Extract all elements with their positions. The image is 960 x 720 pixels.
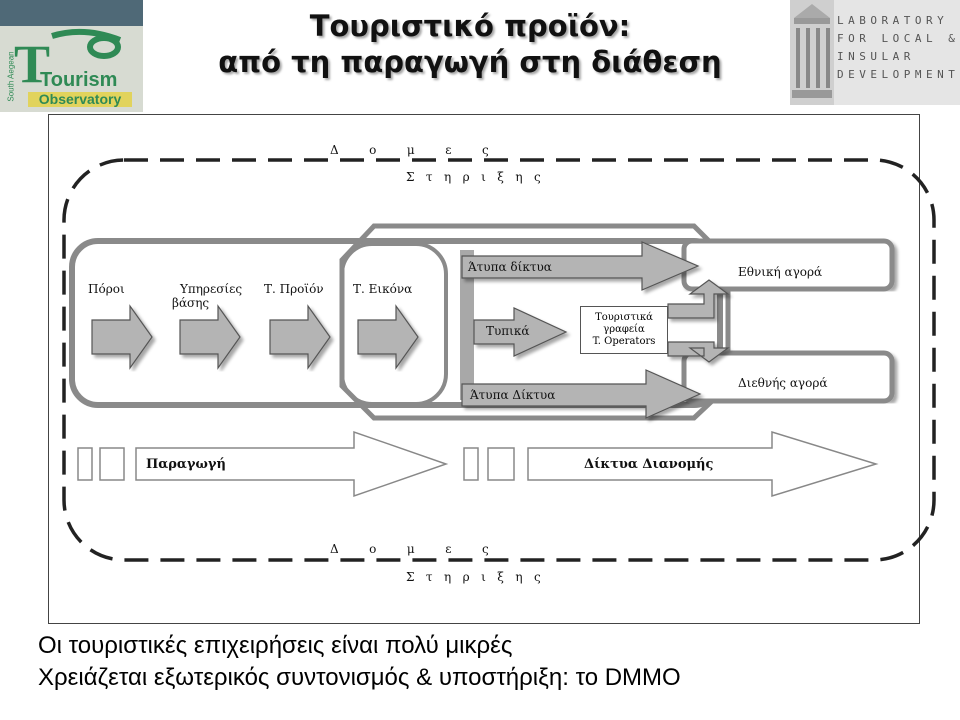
lab-line-3: INSULAR <box>837 50 915 63</box>
label-agencies-3: T. Operators <box>592 336 656 347</box>
arrow-formal <box>473 307 568 357</box>
label-agencies-2: γραφεία <box>603 324 645 335</box>
bottom-line-2: Χρειάζεται εξωτερικός συντονισμός & υποσ… <box>38 664 681 691</box>
tour-operators-box: Τουριστικά γραφεία T. Operators <box>580 306 668 354</box>
label-distribution-networks: Δίκτυα Διανομής <box>584 457 714 472</box>
bottom-text: Οι τουριστικές επιχειρήσεις είναι πολύ μ… <box>38 630 938 694</box>
tourism-observatory-logo: T Tourism Observatory South Aegean <box>0 0 143 112</box>
arrow-to-national <box>667 279 730 319</box>
label-basic-services-1: Υπηρεσίες <box>179 282 243 296</box>
logo-letter: T <box>14 34 51 94</box>
label-production: Παραγωγή <box>146 457 226 472</box>
production-arrow <box>135 430 449 498</box>
support-frame <box>62 158 936 562</box>
title-line-2: από τη παραγωγή στη διάθεση <box>218 45 722 79</box>
tourism-logo-icon <box>51 28 122 59</box>
arrow-to-international <box>667 341 730 363</box>
distribution-bar <box>460 250 474 400</box>
logo-word-observatory: Observatory <box>28 92 132 107</box>
arrow-basic-services <box>179 304 241 370</box>
label-resources: Πόροι <box>88 282 125 296</box>
label-tourism-product: Τ. Προϊόν <box>264 282 324 296</box>
support-top-line-1: Δ ο μ ε ς <box>330 143 489 157</box>
arrow-informal-bottom <box>461 369 702 419</box>
production-block-1 <box>77 447 93 481</box>
bottom-line-1: Οι τουριστικές επιχειρήσεις είναι πολύ μ… <box>38 632 513 659</box>
production-block-2 <box>99 447 125 481</box>
logo-band <box>0 0 143 26</box>
arrow-tourism-image <box>357 304 419 370</box>
lab-line-4: DEVELOPMENT <box>837 68 960 81</box>
distribution-arrow <box>527 430 879 498</box>
label-formal: Τυπικά <box>486 324 530 338</box>
label-informal-networks-bottom: Άτυπα Δίκτυα <box>470 388 556 402</box>
label-international-market: Διεθνής αγορά <box>738 376 828 390</box>
support-bottom-line-1: Δ ο μ ε ς <box>330 542 489 556</box>
support-top-line-2: Σ τ η ρ ι ξ η ς <box>406 170 541 184</box>
distribution-block-2 <box>487 447 515 481</box>
laboratory-text: LABORATORY FOR LOCAL & INSULAR DEVELOPME… <box>837 12 957 84</box>
label-basic-services: Υπηρεσίες βάσης <box>172 282 250 310</box>
arrow-resources <box>91 304 153 370</box>
support-bottom-line-2: Σ τ η ρ ι ξ η ς <box>406 570 541 584</box>
arrow-tourism-product <box>269 304 331 370</box>
laboratory-logo: LABORATORY FOR LOCAL & INSULAR DEVELOPME… <box>790 0 960 105</box>
label-agencies-1: Τουριστικά <box>595 312 653 323</box>
lab-line-1: LABORATORY <box>837 14 949 27</box>
label-informal-networks-top: Άτυπα δίκτυα <box>468 260 552 274</box>
logo-word-tourism: Tourism <box>40 69 118 91</box>
title-line-1: Τουριστικό προϊόν: <box>309 9 631 43</box>
label-national-market: Εθνική αγορά <box>738 265 823 279</box>
distribution-block-1 <box>463 447 479 481</box>
image-inner-box <box>340 242 448 406</box>
page-title: Τουριστικό προϊόν: από τη παραγωγή στη δ… <box>150 8 790 80</box>
label-basic-services-2: βάσης <box>172 296 210 310</box>
laboratory-building-icon <box>790 0 834 105</box>
lab-line-2: FOR LOCAL & <box>837 32 960 45</box>
arrow-informal-top <box>461 241 700 291</box>
international-market-box <box>681 350 895 404</box>
label-tourism-image: Τ. Εικόνα <box>353 282 413 296</box>
